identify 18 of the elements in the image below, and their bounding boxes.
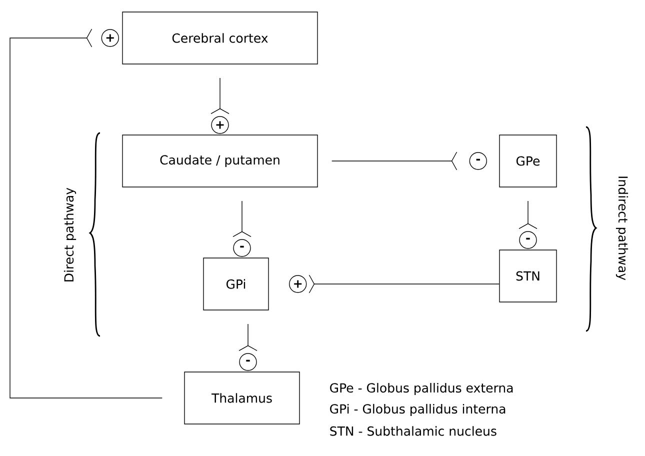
region-box: Thalamus [184,372,300,424]
region-box: GPi [203,258,269,310]
synapse-connector [332,152,458,170]
synapse-connector [232,200,252,237]
pathway-label: Indirect pathway [616,176,628,280]
pathway-label: Direct pathway [64,188,76,282]
synapse-connector [10,28,162,398]
abbreviation-note: GPe - Globus pallidus externa [330,382,513,396]
abbreviation-note: STN - Subthalamic nucleus [330,426,496,436]
synapse-connector [210,78,230,114]
synapse-connector [518,200,538,229]
region-box: GPe [499,134,557,188]
abbreviation-note: GPi - Globus pallidus interna [330,404,506,416]
region-box: Caudate / putamen [122,134,318,188]
synapse-connector [238,324,258,351]
region-box: Cerebral cortex [122,12,318,64]
region-box: STN [499,250,557,302]
synapse-connector [308,274,500,294]
